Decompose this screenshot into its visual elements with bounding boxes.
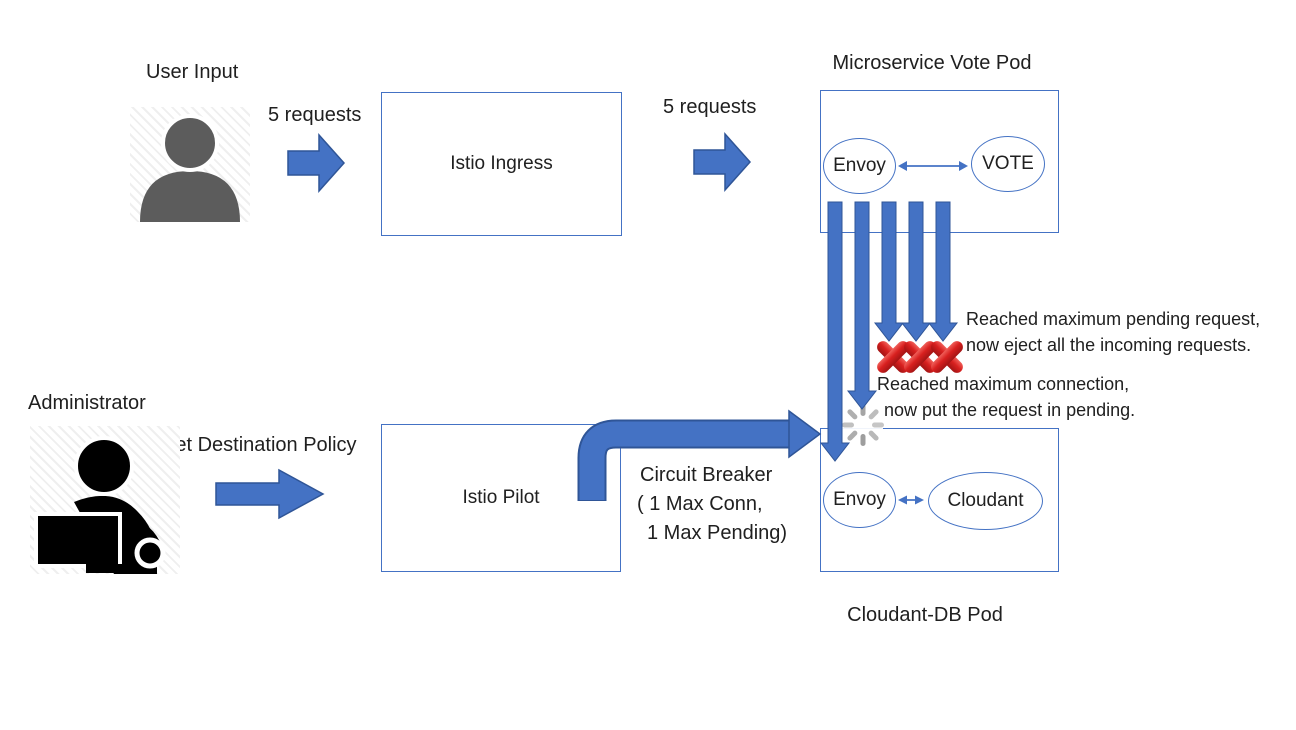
red-x-icon <box>904 341 936 373</box>
note-pending-requests: Reached maximum pending request, now eje… <box>966 306 1260 358</box>
istio-pilot-box: Istio Pilot <box>381 424 621 572</box>
flow-user-ingress-label: 5 requests <box>268 104 362 126</box>
request-arrow-forwarded <box>819 201 851 462</box>
flow-ingress-vote-label: 5 requests <box>663 96 757 118</box>
istio-pilot-label: Istio Pilot <box>462 487 540 508</box>
person-laptop-icon <box>34 436 166 574</box>
note-pending-line2: now eject all the incoming requests. <box>966 335 1252 355</box>
note-max-connection: Reached maximum connection, now put the … <box>877 371 1135 423</box>
user-to-ingress-arrow-icon <box>287 133 346 193</box>
vote-pod-title: Microservice Vote Pod <box>832 52 1032 74</box>
person-icon <box>140 114 240 222</box>
user-person-icon <box>130 107 250 222</box>
note-connection-line2: now put the request in pending. <box>884 400 1136 420</box>
circuit-breaker-line3: 1 Max Pending) <box>647 522 788 544</box>
user-input-label: User Input <box>146 61 239 83</box>
admin-to-pilot-arrow-icon <box>215 468 325 520</box>
red-x-icon <box>931 341 963 373</box>
istio-ingress-box: Istio Ingress <box>381 92 622 236</box>
cloudant-pod-title: Cloudant-DB Pod <box>847 604 1003 626</box>
circuit-breaker-label: Circuit Breaker ( 1 Max Conn, 1 Max Pend… <box>637 461 788 548</box>
cloudant-pod-envoy-label: Envoy <box>833 489 886 510</box>
administrator-label: Administrator <box>28 392 146 414</box>
note-connection-line1: Reached maximum connection, <box>877 374 1130 394</box>
vote-pod-envoy-label: Envoy <box>833 155 886 176</box>
note-pending-line1: Reached maximum pending request, <box>966 309 1261 329</box>
vote-ellipse: VOTE <box>971 136 1045 192</box>
cloudant-ellipse: Cloudant <box>928 472 1043 530</box>
vote-pod-envoy-ellipse: Envoy <box>823 138 896 194</box>
vote-label: VOTE <box>982 153 1034 174</box>
ingress-to-vote-arrow-icon <box>693 132 752 192</box>
cloudant-pod-envoy-ellipse: Envoy <box>823 472 896 528</box>
red-x-icon <box>877 341 909 373</box>
request-arrow-pending <box>846 201 878 410</box>
admin-laptop-icon <box>30 426 180 574</box>
set-destination-policy-label: Set Destination Policy <box>162 434 357 456</box>
rejected-x-icons <box>877 341 963 373</box>
circuit-breaker-line1: Circuit Breaker <box>640 464 773 486</box>
cloudant-label: Cloudant <box>947 490 1024 511</box>
istio-ingress-label: Istio Ingress <box>450 153 553 174</box>
circuit-breaker-line2: ( 1 Max Conn, <box>637 493 763 515</box>
